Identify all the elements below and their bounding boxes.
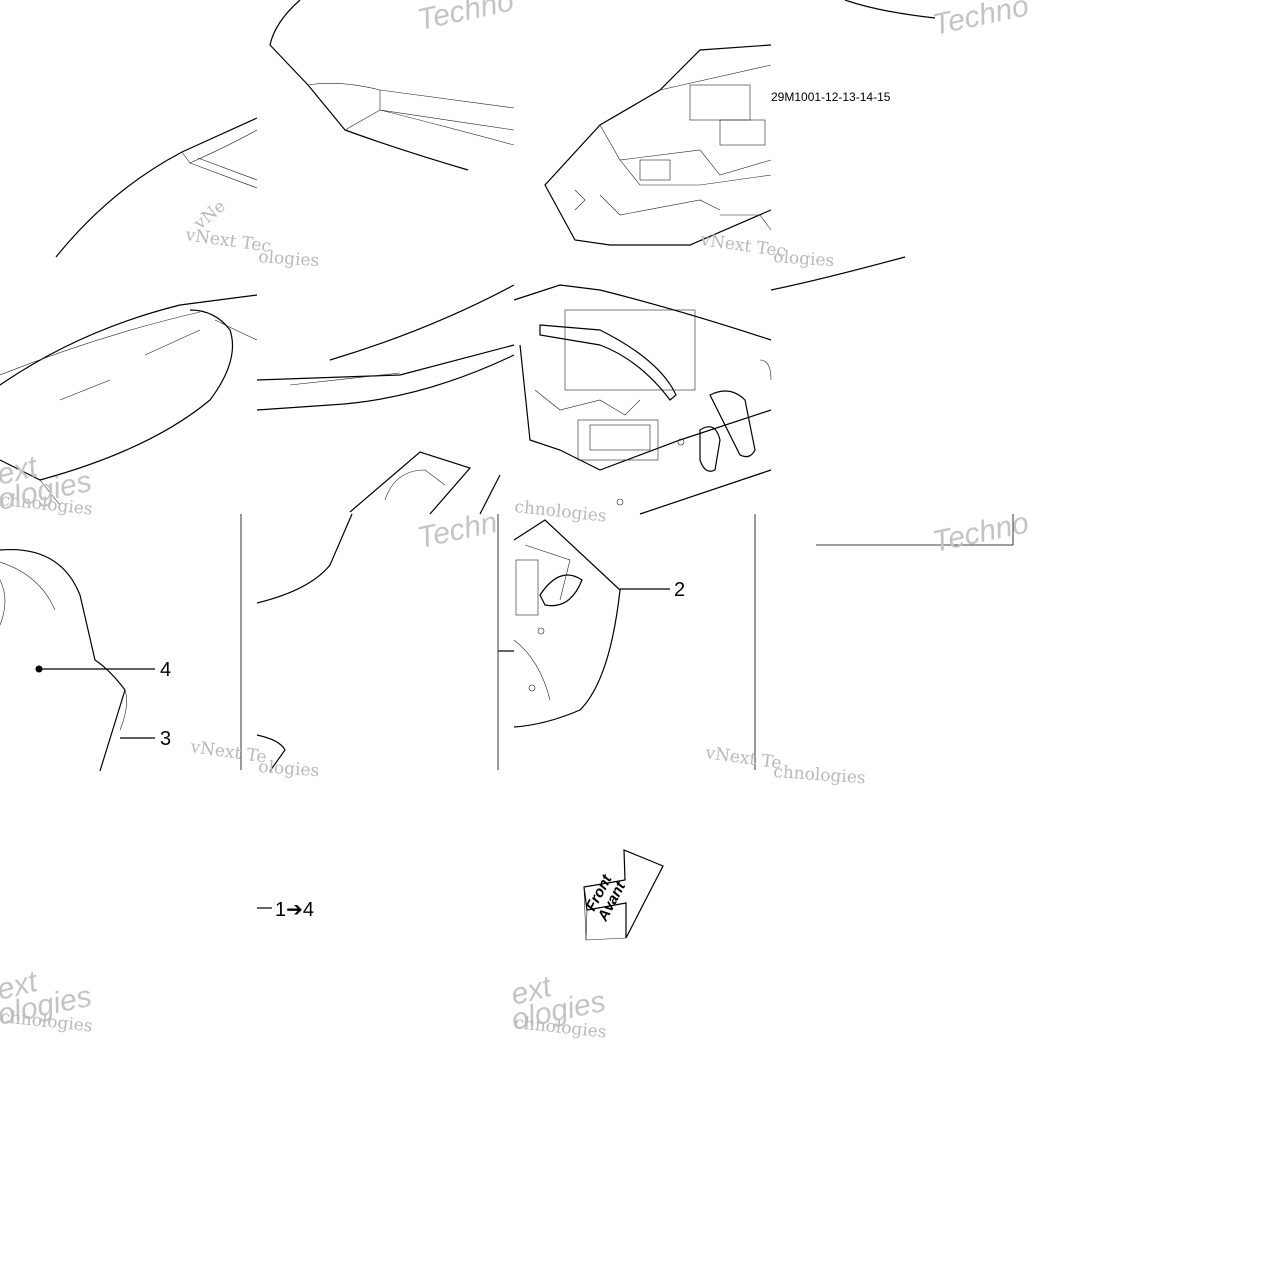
tile-divider-lines	[240, 514, 1014, 770]
seat-side-fragment	[0, 548, 286, 772]
front-direction-arrow	[583, 849, 664, 941]
hull-edge-fragment	[256, 513, 514, 652]
storage-cover-fragment	[513, 519, 670, 728]
drawing-code: 29M1001-12-13-14-15	[771, 90, 891, 104]
watermark-text: Techn	[415, 506, 501, 555]
watermark-text: chnologies	[773, 762, 867, 788]
seat-cover-fragment-a	[55, 117, 258, 258]
callout-4: 4	[160, 659, 171, 681]
watermark-text: ologies	[258, 757, 320, 781]
steering-fragment	[256, 284, 515, 515]
watermarks: Techno Techno vNext Tec vNe ologies vNex…	[0, 0, 1032, 1043]
callout-3: 3	[160, 728, 171, 750]
top-right-fragment	[770, 0, 936, 291]
hull-nose-fragment	[269, 0, 515, 171]
seat-top-fragment	[0, 294, 258, 506]
range-label: 1➔4	[275, 899, 314, 921]
watermark-text: Techno	[930, 0, 1032, 42]
watermark-text: Techno	[415, 0, 517, 37]
watermark-text: vNext Te	[188, 737, 267, 768]
watermark-text: vNext Te	[703, 743, 782, 774]
watermark-text: Techno	[930, 506, 1032, 559]
watermark-text: chnologies	[513, 497, 607, 527]
watermark-text: ologies	[773, 247, 835, 271]
deck-interior-fragment	[513, 44, 772, 515]
watermark-text: ologies	[258, 247, 320, 271]
callout-2: 2	[674, 579, 685, 601]
